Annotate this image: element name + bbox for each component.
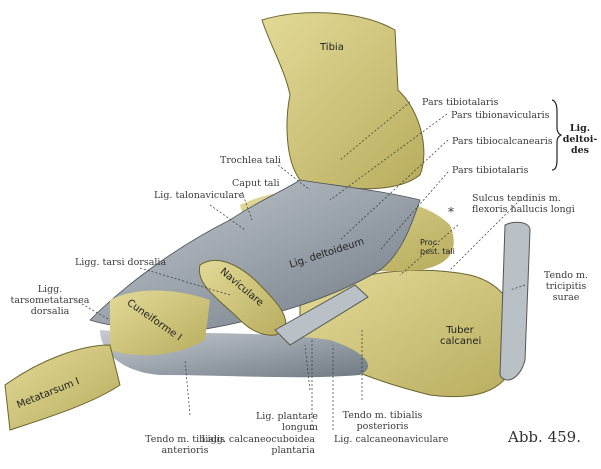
caput-tali-label: Caput tali bbox=[232, 178, 280, 189]
pars-tibiotalaris-2-label: Pars tibiotalaris bbox=[452, 165, 529, 176]
tendo-tibialis-posterioris-label: Tendo m. tibialis posterioris bbox=[342, 410, 423, 432]
tibialis-posterior-tendon bbox=[274, 284, 369, 346]
ligg-calcaneocuboidea-label: Ligg. calcaneocuboidea plantaria bbox=[201, 434, 315, 456]
lig-talonaviculare-label: Lig. talonaviculare bbox=[154, 190, 245, 201]
pars-tibiocalcanearis-label: Pars tibiocalcanearis bbox=[452, 136, 553, 147]
ligg-tarsometatarsea-label: Ligg. tarsometatarsea dorsalia bbox=[10, 284, 90, 317]
pars-tibionavicularis-label: Pars tibionavicularis bbox=[451, 110, 550, 121]
lig-calcaneonaviculare-label: Lig. calcaneonaviculare bbox=[334, 434, 449, 445]
lig-deltoides-label: Lig. deltoi- des bbox=[562, 123, 598, 156]
metatarsal-bone bbox=[4, 344, 121, 431]
trochlea-tali-label: Trochlea tali bbox=[220, 155, 281, 166]
ligg-tarsi-dorsalia-label: Ligg. tarsi dorsalia bbox=[75, 257, 167, 268]
tuber-calcanei-label: Tuber calcanei bbox=[440, 325, 482, 347]
leader-lines bbox=[74, 101, 526, 430]
asterisk-mark: * bbox=[448, 205, 454, 219]
tibia-bone bbox=[261, 12, 425, 190]
tendo-tricipitis-label: Tendo m. tricipitis surae bbox=[543, 270, 589, 303]
achilles-tendon bbox=[499, 221, 531, 381]
tibia-label: Tibia bbox=[320, 42, 344, 53]
tendo-tibialis-anterioris-label: Tendo m. tibialis anterioris bbox=[145, 434, 225, 456]
pars-tibiotalaris-label: Pars tibiotalaris bbox=[422, 97, 499, 108]
deltoid-brace bbox=[551, 99, 563, 171]
figure-number: Abb. 459. bbox=[508, 428, 581, 446]
cuneiform-bone bbox=[110, 290, 210, 356]
proc-post-tali-label: Proc. post. tali bbox=[420, 238, 455, 256]
sulcus-label: Sulcus tendinis m. flexoris hallucis lon… bbox=[472, 193, 575, 215]
lig-plantare-longum-label: Lig. plantare longum bbox=[255, 411, 318, 433]
